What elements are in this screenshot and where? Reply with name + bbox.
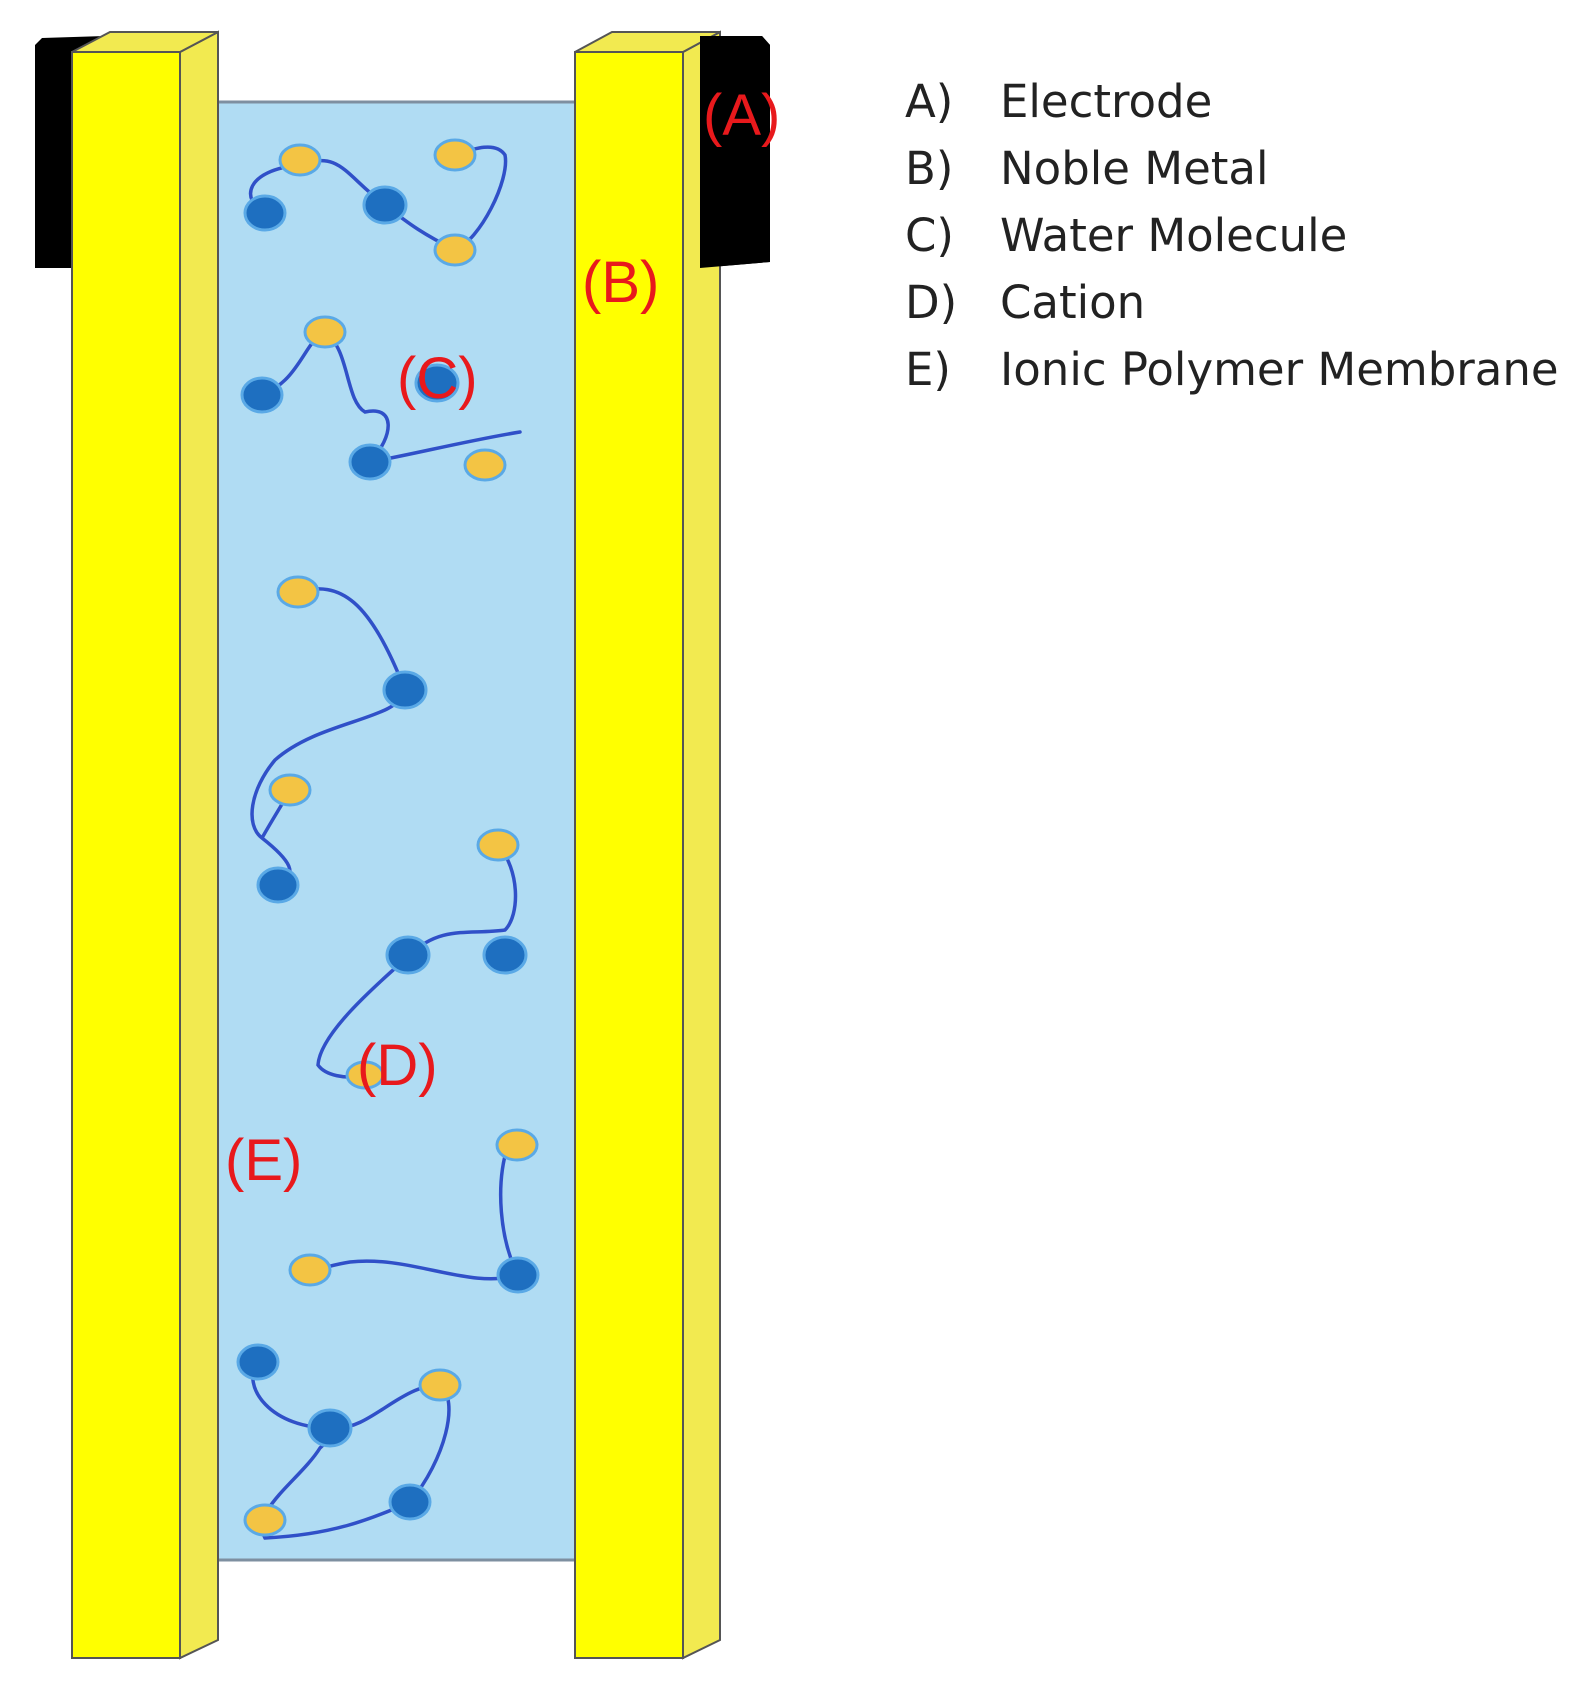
cation <box>240 376 284 414</box>
legend-item-noble-metal: B) Noble Metal <box>905 135 1559 202</box>
cation <box>256 866 300 904</box>
right-noble-metal-plate <box>574 30 721 1660</box>
legend-label: Ionic Polymer Membrane <box>1000 343 1559 396</box>
cation <box>382 670 428 710</box>
callout-e: (E) <box>225 1128 302 1193</box>
water-molecule <box>476 828 520 862</box>
cations <box>236 185 540 1521</box>
legend-label: Cation <box>1000 276 1146 329</box>
legend: A) Electrode B) Noble Metal C) Water Molecu… <box>905 68 1559 403</box>
legend-item-cation: D) Cation <box>905 269 1559 336</box>
cation <box>236 1343 280 1381</box>
cation <box>388 1483 432 1521</box>
legend-item-ionic-polymer-membrane: E) Ionic Polymer Membrane <box>905 336 1559 403</box>
cation <box>307 1408 353 1448</box>
water-molecules <box>243 138 539 1537</box>
callout-d: (D) <box>357 1033 438 1098</box>
water-molecule <box>418 1368 462 1402</box>
right-plate-front <box>574 51 684 1659</box>
left-plate-front <box>71 51 181 1659</box>
polymer-chain <box>248 145 508 252</box>
left-electrode <box>35 36 105 268</box>
water-molecule <box>495 1128 539 1162</box>
cation <box>243 194 287 232</box>
legend-item-water-molecule: C) Water Molecule <box>905 202 1559 269</box>
legend-key: A) <box>905 75 954 128</box>
cation <box>362 185 408 225</box>
water-molecule <box>463 448 507 482</box>
polymer-chain <box>260 330 522 465</box>
callout-b: (B) <box>582 250 659 315</box>
callout-c: (C) <box>397 346 478 411</box>
polymer-chain <box>308 1143 521 1281</box>
legend-item-electrode: A) Electrode <box>905 68 1559 135</box>
water-molecule <box>278 143 322 177</box>
left-noble-metal-plate <box>71 30 219 1660</box>
water-molecule <box>288 1253 332 1287</box>
legend-key: C) <box>905 209 954 262</box>
left-plate-side <box>179 30 219 1660</box>
legend-label: Electrode <box>1000 75 1213 128</box>
water-molecule <box>433 233 477 267</box>
water-molecule <box>433 138 477 172</box>
cation <box>385 935 431 975</box>
right-electrode-clamp <box>700 36 770 268</box>
water-molecule <box>345 1060 385 1090</box>
legend-key: E) <box>905 343 951 396</box>
cation <box>482 935 528 975</box>
cation <box>414 363 460 403</box>
water-molecule <box>303 315 347 349</box>
cation <box>348 443 392 481</box>
right-plate-side <box>682 30 721 1660</box>
water-molecule <box>276 575 320 609</box>
ionic-polymer-membrane <box>200 100 582 1562</box>
water-molecule <box>243 1503 287 1537</box>
legend-key: B) <box>905 142 954 195</box>
legend-label: Water Molecule <box>1000 209 1348 262</box>
legend-key: D) <box>905 276 958 329</box>
cation <box>496 1256 540 1294</box>
legend-label: Noble Metal <box>1000 142 1269 195</box>
water-molecule <box>268 773 312 807</box>
callout-a: (A) <box>703 83 780 148</box>
